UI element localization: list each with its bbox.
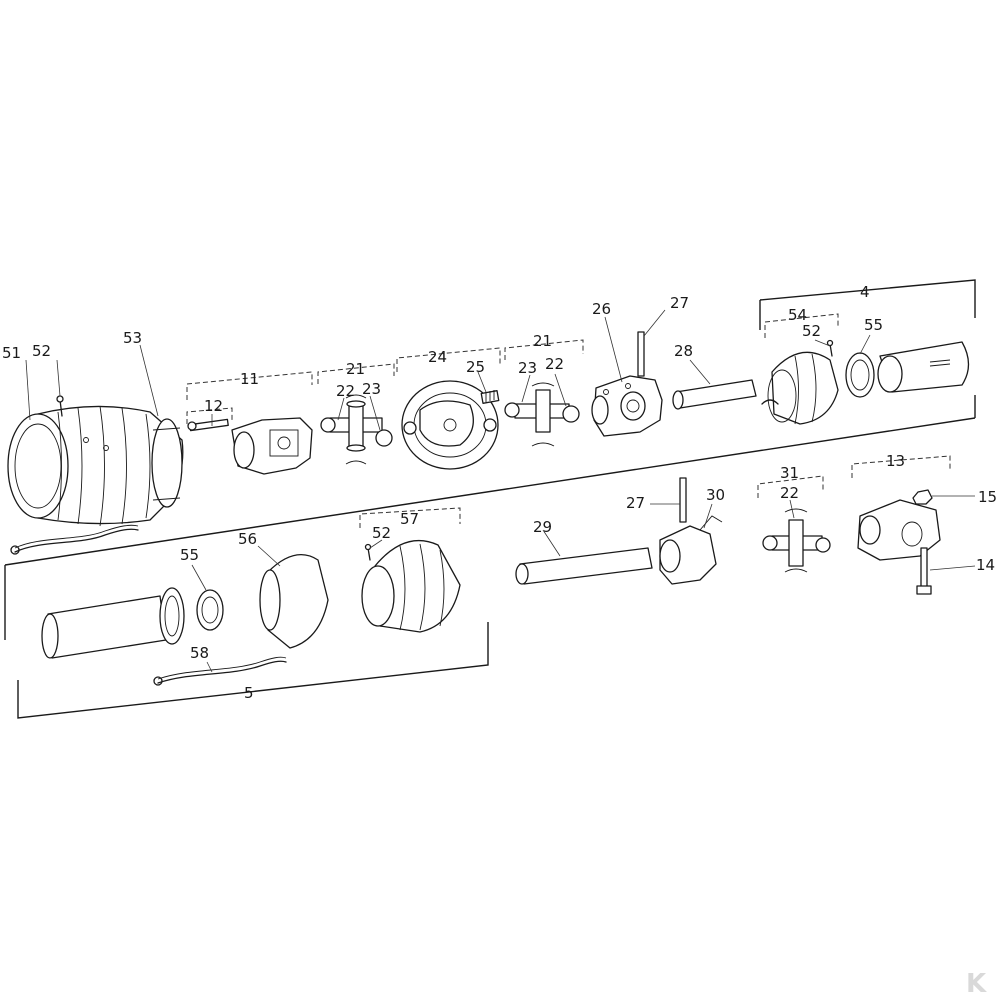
label-29: 29 — [533, 518, 552, 536]
bracket-21b — [504, 339, 584, 360]
universal-cross-21b — [504, 382, 580, 447]
part-labels: 51 52 53 11 12 21 22 23 24 25 21 23 22 2… — [2, 283, 997, 702]
label-51: 51 — [2, 344, 21, 362]
flange-24 — [401, 380, 499, 470]
group-brackets — [186, 313, 951, 528]
guard-cone-56 — [259, 554, 329, 649]
label-5: 5 — [244, 684, 254, 702]
label-54: 54 — [788, 306, 807, 324]
screw-52-right — [826, 339, 834, 357]
outer-tube-group-4 — [877, 341, 970, 393]
label-58: 58 — [190, 644, 209, 662]
label-25: 25 — [466, 358, 485, 376]
yoke-13 — [857, 499, 941, 561]
bracket-11 — [186, 371, 313, 400]
label-52-right: 52 — [802, 322, 821, 340]
label-52-left: 52 — [32, 342, 51, 360]
label-22-third: 22 — [780, 484, 799, 502]
nut-15 — [912, 489, 933, 505]
yoke-26 — [591, 375, 663, 437]
label-57: 57 — [400, 510, 419, 528]
label-12: 12 — [204, 397, 223, 415]
guard-cone-part — [7, 405, 184, 527]
label-11: 11 — [240, 370, 259, 388]
label-23-second: 23 — [518, 359, 537, 377]
bracket-54 — [764, 313, 839, 338]
bracket-24 — [396, 347, 501, 372]
label-27-upper: 27 — [670, 294, 689, 312]
label-56: 56 — [238, 530, 257, 548]
safety-chain-lower — [153, 656, 287, 686]
guard-cone-54 — [761, 351, 839, 425]
label-31: 31 — [780, 464, 799, 482]
screw-52-lower — [364, 543, 372, 561]
watermark-logo: K — [966, 969, 987, 999]
frame-group-5-bottom — [17, 622, 489, 719]
bracket-12 — [186, 407, 233, 424]
label-22-second: 22 — [545, 355, 564, 373]
pin-27-lower — [679, 477, 687, 523]
inner-tube-28 — [672, 379, 757, 410]
label-55-lower: 55 — [180, 546, 199, 564]
label-55-upper: 55 — [864, 316, 883, 334]
spring-25 — [480, 390, 500, 404]
universal-cross-21a — [320, 394, 393, 465]
inner-tube-29 — [515, 547, 653, 585]
leader-lines — [25, 309, 976, 673]
label-15: 15 — [978, 488, 997, 506]
outer-tube-group-5 — [41, 587, 185, 659]
bracket-21a — [317, 363, 395, 384]
label-30: 30 — [706, 486, 725, 504]
label-53: 53 — [123, 329, 142, 347]
label-28: 28 — [674, 342, 693, 360]
universal-cross-31 — [762, 508, 831, 573]
bolt-14 — [916, 547, 932, 595]
guard-cone-57 — [361, 540, 461, 633]
bracket-57 — [359, 507, 461, 528]
frame-lines — [4, 279, 976, 719]
label-52-lower: 52 — [372, 524, 391, 542]
label-26: 26 — [592, 300, 611, 318]
label-4: 4 — [860, 283, 870, 301]
bearing-ring-55-upper — [845, 352, 875, 398]
label-14: 14 — [976, 556, 995, 574]
frame-divider — [4, 417, 976, 566]
pin-12 — [187, 418, 229, 432]
label-21-second: 21 — [533, 332, 552, 350]
frame-group-4-top — [759, 279, 976, 318]
brand-watermark: K — [966, 969, 987, 999]
label-21-first: 21 — [346, 360, 365, 378]
label-22-first: 22 — [336, 382, 355, 400]
label-24: 24 — [428, 348, 447, 366]
label-27-lower: 27 — [626, 494, 645, 512]
yoke-11 — [231, 417, 313, 475]
label-13: 13 — [886, 452, 905, 470]
yoke-30 — [659, 515, 723, 585]
pin-27-upper — [637, 331, 645, 377]
label-23-first: 23 — [362, 380, 381, 398]
bearing-ring-55-lower — [196, 589, 224, 631]
safety-chain-upper — [10, 524, 139, 555]
